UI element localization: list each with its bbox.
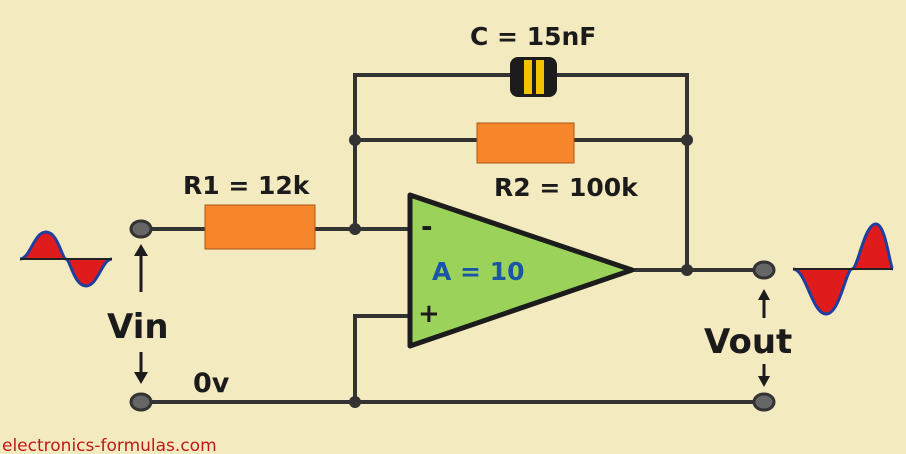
- junction-dot: [349, 134, 361, 146]
- noninverting-input-sign: +: [418, 299, 440, 329]
- gain-label: A = 10: [432, 257, 525, 286]
- inverting-input-sign: -: [421, 210, 433, 243]
- capacitor-c: [510, 57, 557, 97]
- output-waveform: [792, 222, 895, 316]
- input-terminal: [129, 219, 153, 239]
- ground-label: 0v: [193, 368, 230, 399]
- junctions: [349, 134, 693, 408]
- r2-label: R2 = 100k: [494, 173, 639, 202]
- r1-label: R1 = 12k: [183, 171, 311, 200]
- resistor-r2: [476, 122, 575, 164]
- vout-label: Vout: [704, 322, 792, 362]
- terminals: [129, 219, 776, 412]
- input-waveform: [19, 230, 113, 288]
- junction-dot: [681, 264, 693, 276]
- junction-dot: [349, 396, 361, 408]
- junction-dot: [681, 134, 693, 146]
- resistor-r1: [204, 204, 316, 250]
- vout-arrows: [758, 289, 770, 387]
- credit-text: electronics-formulas.com: [2, 436, 217, 454]
- ground-terminal-right: [752, 392, 776, 412]
- ground-terminal-left: [129, 392, 153, 412]
- capacitor-label: C = 15nF: [470, 22, 596, 51]
- junction-dot: [349, 223, 361, 235]
- vin-label: Vin: [107, 307, 169, 347]
- vin-arrows: [134, 244, 148, 384]
- opamp-triangle: [407, 192, 635, 349]
- output-terminal: [752, 260, 776, 280]
